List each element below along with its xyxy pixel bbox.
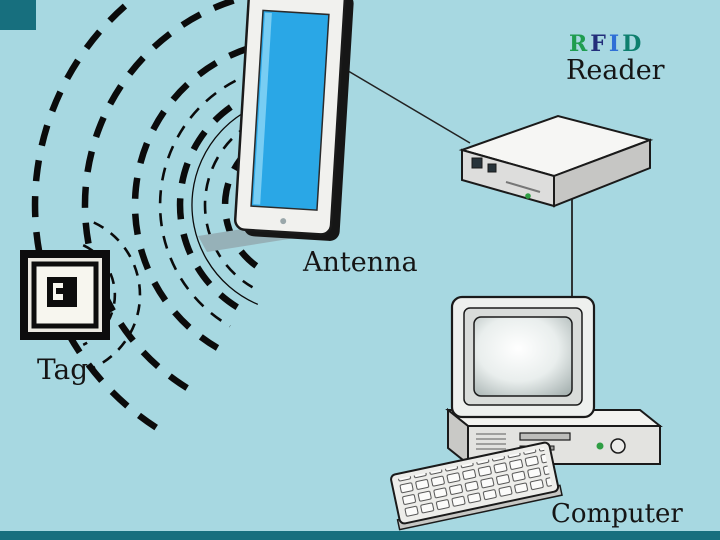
case-vents xyxy=(476,433,506,450)
slide-bottom-strip xyxy=(0,531,720,540)
tag-inner-coil xyxy=(31,261,99,329)
wave-arc xyxy=(176,87,264,312)
reader-port xyxy=(471,157,483,169)
antenna-screen xyxy=(250,9,330,211)
antenna-label: Antenna xyxy=(303,247,418,278)
wave-arc xyxy=(221,130,278,273)
power-led xyxy=(596,442,604,450)
wave-arc xyxy=(131,45,251,351)
reader-side-face xyxy=(553,138,651,208)
rfid-letter-i: I xyxy=(608,31,623,57)
rfid-letter-d: D xyxy=(622,31,645,57)
power-button xyxy=(610,438,626,454)
wave-arc xyxy=(31,0,170,438)
keyboard xyxy=(390,441,563,531)
reader-label: Reader xyxy=(566,55,665,86)
wave-arc xyxy=(93,221,142,369)
antenna-screen-highlight xyxy=(253,12,272,205)
tag-chip-pad xyxy=(56,288,63,294)
antenna-mount-dot xyxy=(280,218,287,225)
antenna-reader-link xyxy=(332,61,471,144)
wave-arc xyxy=(81,0,235,395)
tag-label: Tag xyxy=(37,353,89,386)
wave-arc xyxy=(158,70,258,328)
reader-front-slot xyxy=(505,181,541,193)
rfid-letter-r: R xyxy=(569,31,591,57)
floppy-drive-slot xyxy=(519,432,571,441)
rfid-letter-f: F xyxy=(590,31,609,57)
slide-corner-block xyxy=(0,0,36,30)
reader-led xyxy=(525,193,531,199)
reader-port xyxy=(487,163,497,173)
radio-waves-thick xyxy=(31,0,278,438)
rfid-wordmark: RFID xyxy=(569,31,645,57)
rfid-tag xyxy=(20,250,110,340)
computer-label: Computer xyxy=(551,499,683,529)
computer-workstation xyxy=(390,295,663,531)
antenna-panel xyxy=(233,0,354,241)
radio-waves xyxy=(31,0,282,438)
rfid-reader-device xyxy=(458,114,654,208)
monitor-screen xyxy=(473,316,573,397)
keyboard-keys xyxy=(397,447,553,519)
